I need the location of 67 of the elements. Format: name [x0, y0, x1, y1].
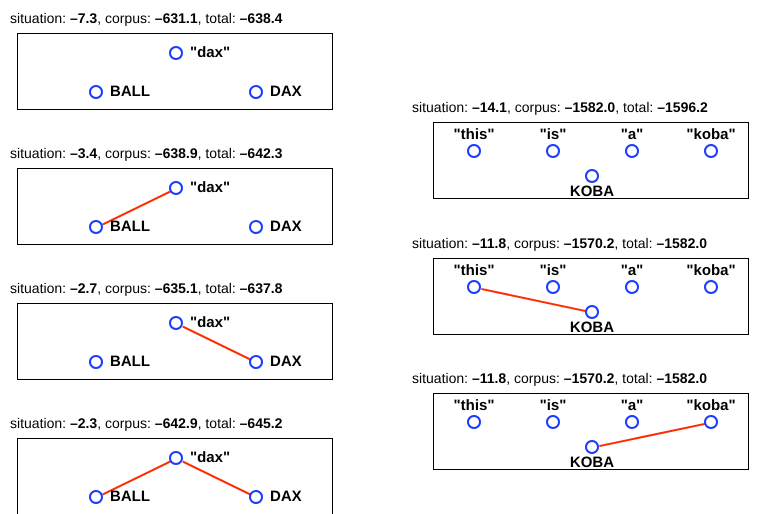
node-label: "is" — [540, 398, 566, 414]
node-circle — [467, 415, 481, 429]
node-circle — [467, 144, 481, 158]
node-label: "a" — [620, 127, 644, 143]
score-heading: situation: –2.3, corpus: –642.9, total: –645.2 — [10, 415, 282, 431]
node-label: BALL — [110, 219, 150, 235]
node-label: KOBA — [570, 320, 614, 336]
connector-line — [481, 288, 586, 312]
node-label: BALL — [110, 84, 150, 100]
node-circle — [625, 144, 639, 158]
score-heading: situation: –2.7, corpus: –635.1, total: –637.8 — [10, 280, 282, 296]
node-circle — [467, 280, 481, 294]
node-circle — [89, 220, 103, 234]
node-label: "this" — [454, 263, 494, 279]
score-heading: situation: –3.4, corpus: –638.9, total: –642.3 — [10, 145, 282, 161]
node-circle — [585, 169, 599, 183]
node-circle — [704, 280, 718, 294]
score-heading: situation: –11.8, corpus: –1570.2, total: –1582.0 — [412, 235, 708, 251]
node-circle — [249, 85, 263, 99]
node-label: "dax" — [190, 315, 230, 331]
node-circle — [585, 440, 599, 454]
connector-line — [102, 190, 171, 226]
connector-line — [182, 326, 251, 360]
score-heading: situation: –11.8, corpus: –1570.2, total: –1582.0 — [412, 370, 708, 386]
node-label: DAX — [270, 84, 302, 100]
node-label: "dax" — [190, 45, 230, 61]
node-circle — [704, 144, 718, 158]
node-label: "a" — [620, 398, 644, 414]
node-label: "is" — [540, 127, 566, 143]
node-label: DAX — [270, 219, 302, 235]
node-circle — [169, 181, 183, 195]
node-label: "koba" — [686, 263, 736, 279]
connector-line — [599, 422, 705, 448]
node-label: "koba" — [686, 398, 736, 414]
node-label: "this" — [454, 398, 494, 414]
node-circle — [89, 85, 103, 99]
node-label: "koba" — [686, 127, 736, 143]
node-circle — [169, 451, 183, 465]
node-label: DAX — [270, 489, 302, 505]
node-circle — [169, 46, 183, 60]
connector-line — [102, 460, 171, 496]
node-circle — [704, 415, 718, 429]
node-label: BALL — [110, 354, 150, 370]
node-circle — [89, 490, 103, 504]
score-heading: situation: –14.1, corpus: –1582.0, total: –1596.2 — [412, 99, 708, 115]
node-label: DAX — [270, 354, 302, 370]
node-circle — [585, 305, 599, 319]
node-circle — [169, 316, 183, 330]
node-label: "a" — [620, 263, 644, 279]
node-circle — [546, 415, 560, 429]
node-circle — [249, 220, 263, 234]
node-circle — [625, 280, 639, 294]
node-label: KOBA — [570, 455, 614, 471]
node-label: "is" — [540, 263, 566, 279]
node-label: "this" — [454, 127, 494, 143]
node-label: "dax" — [190, 180, 230, 196]
connector-line — [182, 460, 251, 496]
node-label: "dax" — [190, 450, 230, 466]
node-label: KOBA — [570, 184, 614, 200]
node-circle — [89, 355, 103, 369]
score-heading: situation: –7.3, corpus: –631.1, total: –638.4 — [10, 10, 282, 26]
node-circle — [249, 490, 263, 504]
node-circle — [546, 144, 560, 158]
node-circle — [249, 355, 263, 369]
node-label: BALL — [110, 489, 150, 505]
node-circle — [546, 280, 560, 294]
node-circle — [625, 415, 639, 429]
